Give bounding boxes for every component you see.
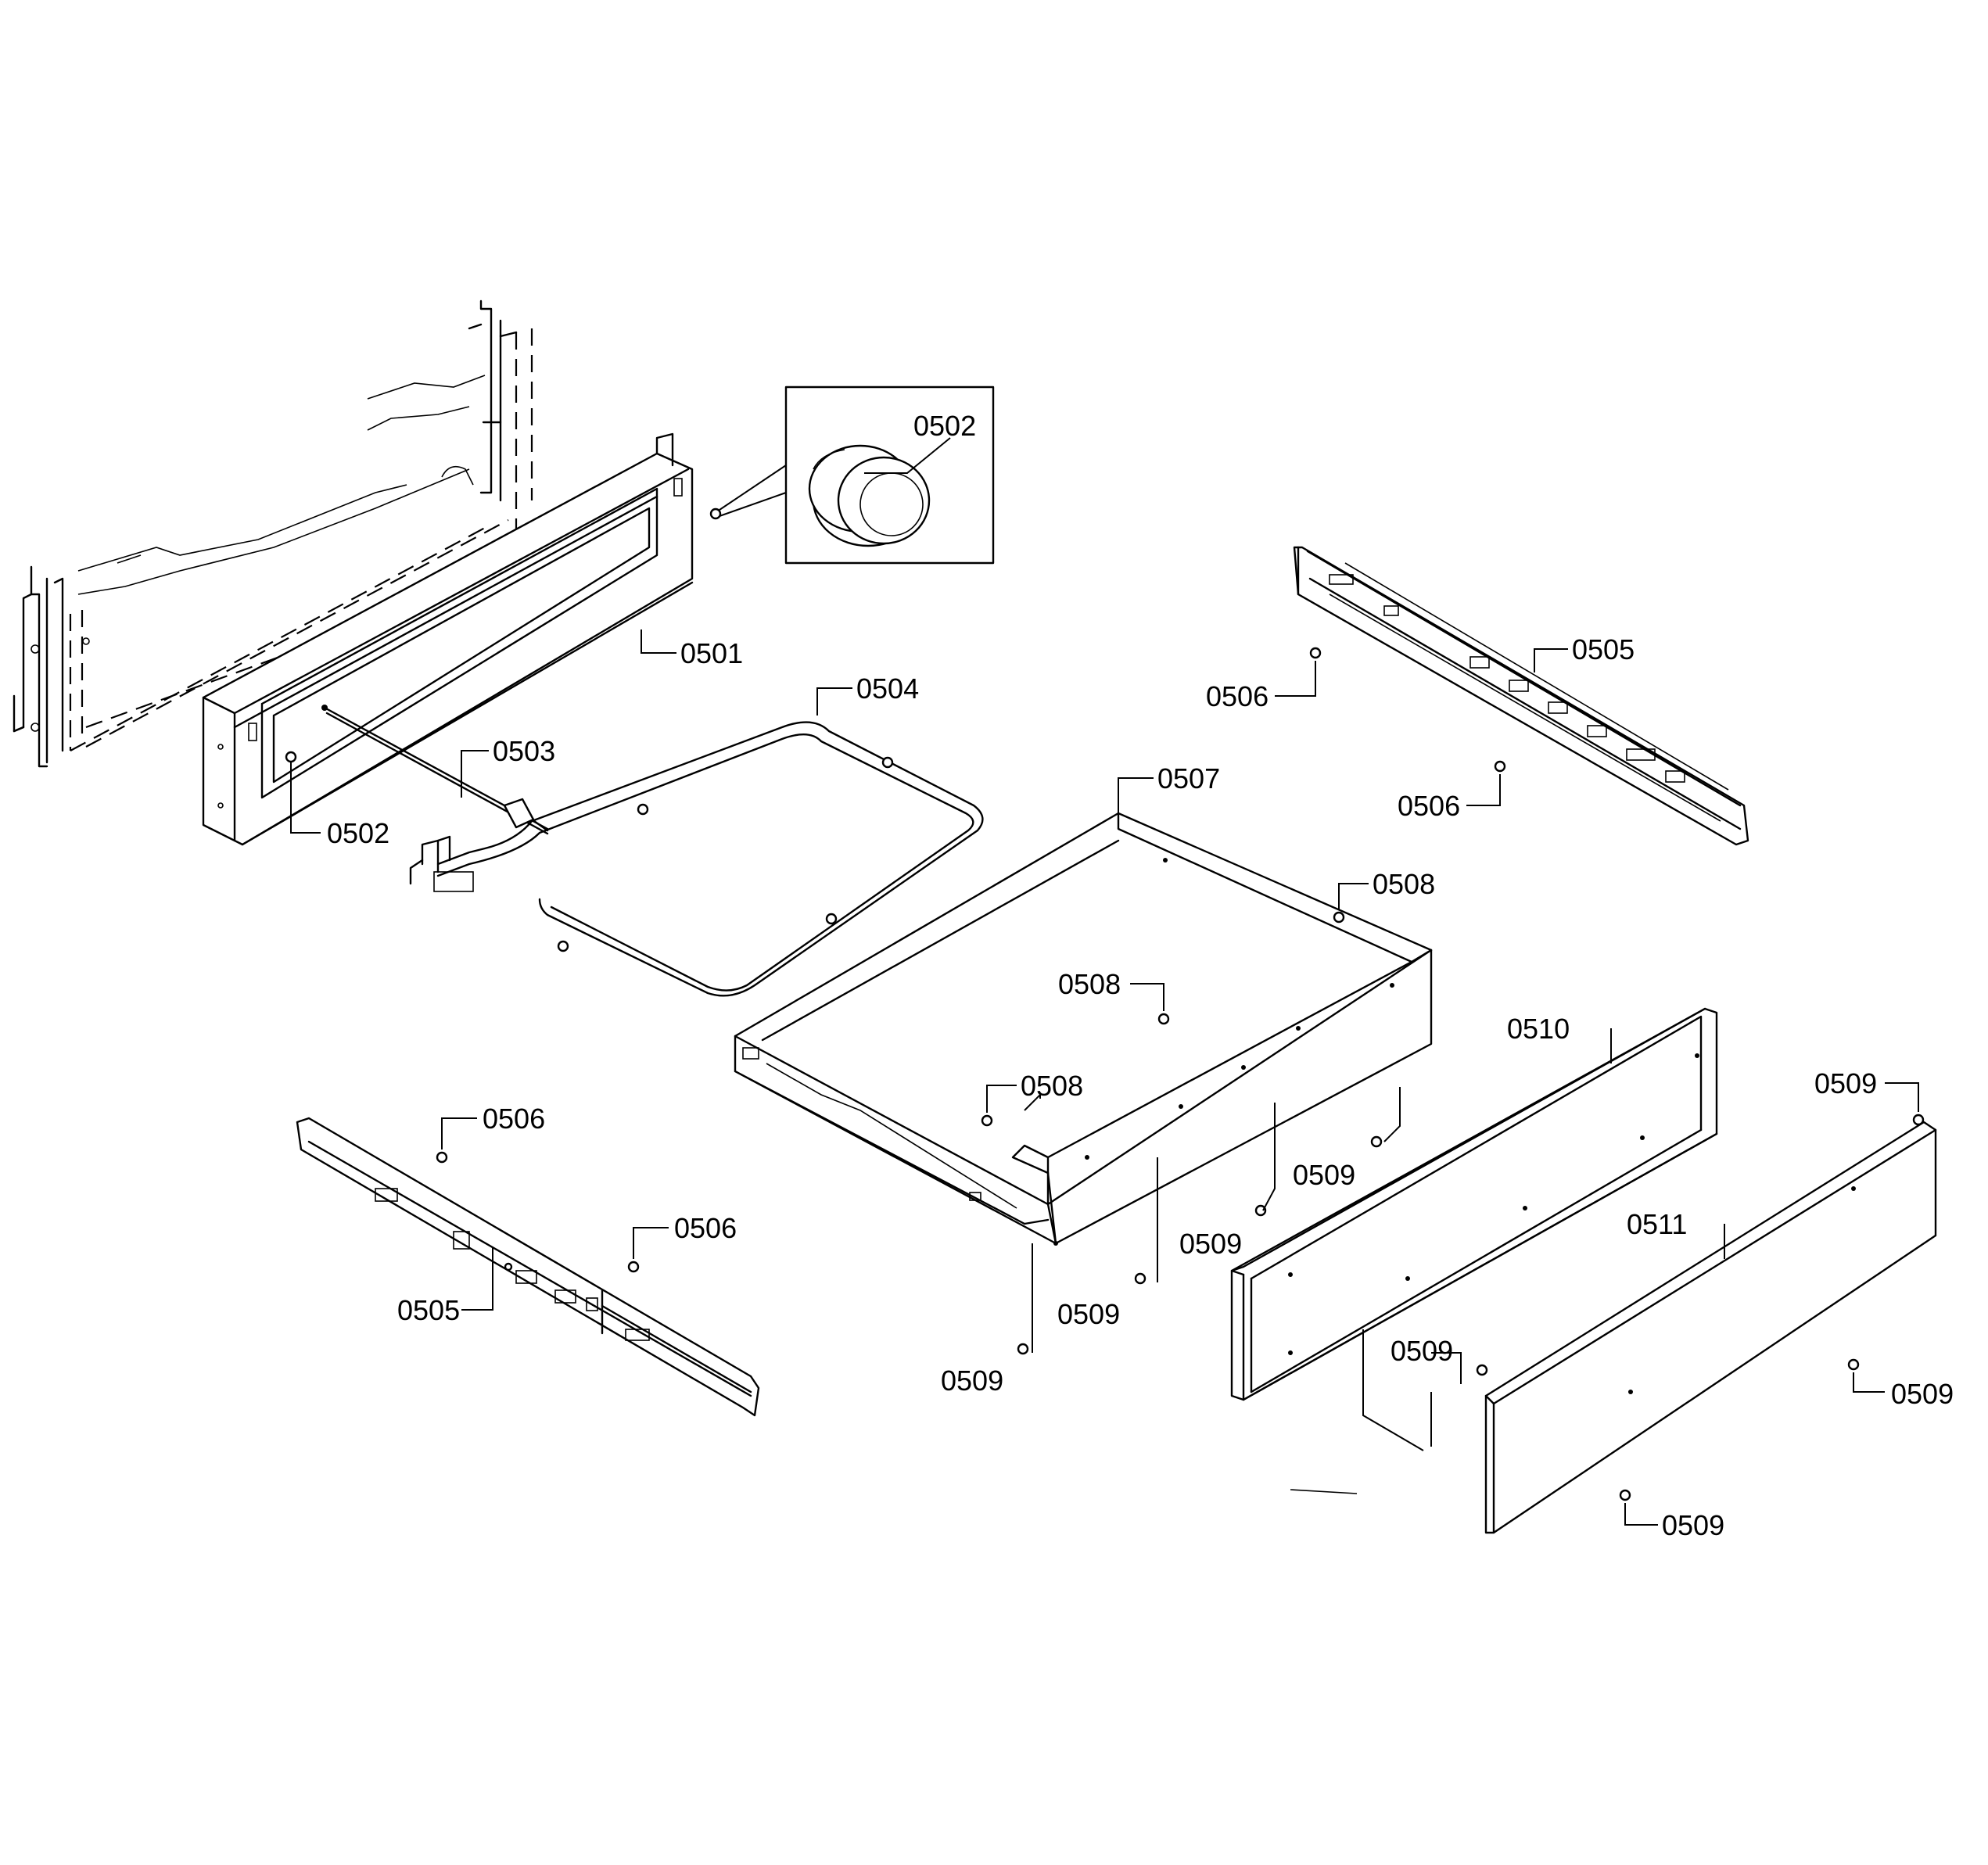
callout-0509-d: 0509: [1057, 1298, 1120, 1330]
callout-0508-a: 0508: [1373, 868, 1435, 900]
inner-front-panel-0510: [1230, 1007, 1718, 1401]
sensor-rod-0503: [321, 705, 549, 835]
slide-rail-left-0505: [296, 1117, 760, 1417]
slide-rail-right-0505: [1293, 546, 1749, 846]
callout-0501: 0501: [680, 637, 743, 669]
callout-0511: 0511: [1627, 1208, 1687, 1240]
leader-lines: [290, 437, 1919, 1526]
callout-0506-right-bottom: 0506: [1398, 790, 1460, 822]
callout-labels: 0502 0501 0504 0503 0502 0505 0506 0506 …: [327, 410, 1954, 1541]
heating-element-0504: [409, 721, 984, 997]
callout-0506-left-top: 0506: [483, 1103, 545, 1135]
callout-0502-detail: 0502: [913, 410, 976, 442]
callout-0505-right: 0505: [1572, 633, 1635, 665]
screws-0509: [1017, 1114, 1925, 1501]
callout-0506-left-mid: 0506: [674, 1212, 737, 1244]
callout-0508-c: 0508: [1021, 1070, 1083, 1102]
callout-0509-c: 0509: [1179, 1228, 1242, 1260]
front-frame-0501: [202, 432, 694, 846]
callout-0507: 0507: [1157, 762, 1220, 794]
callout-0509-f: 0509: [941, 1365, 1003, 1397]
knob-detail-box: [784, 386, 995, 565]
callout-0509-a: 0509: [1814, 1067, 1877, 1099]
screws-0506-left: [436, 1151, 640, 1273]
screws-0506-right: [1309, 647, 1506, 773]
callout-0509-g: 0509: [1891, 1378, 1954, 1410]
callout-0506-right-top: 0506: [1206, 680, 1269, 712]
callout-0502-frame: 0502: [327, 817, 389, 849]
oven-cavity-outline: [13, 299, 533, 768]
callout-0509-e: 0509: [1391, 1335, 1453, 1367]
callout-0510: 0510: [1507, 1013, 1570, 1045]
callout-0508-b: 0508: [1058, 968, 1121, 1000]
callout-0503: 0503: [493, 735, 555, 767]
callout-0509-h: 0509: [1662, 1509, 1724, 1541]
screws-0508: [981, 911, 1345, 1127]
callout-0504: 0504: [856, 672, 919, 705]
knob-0502: [285, 464, 787, 763]
callout-0509-b: 0509: [1293, 1159, 1355, 1191]
callout-0505-left: 0505: [397, 1294, 460, 1326]
outer-front-panel-0511: [1484, 1121, 1937, 1534]
